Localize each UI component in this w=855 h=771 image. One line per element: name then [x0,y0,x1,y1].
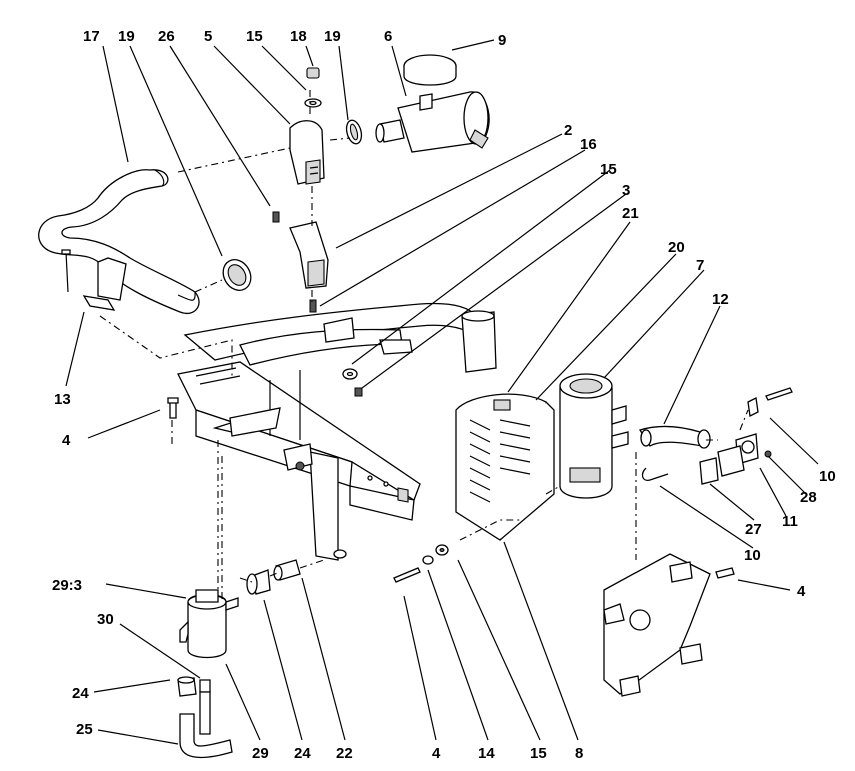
callout-3: 3 [622,182,630,199]
muffler-7 [559,373,629,499]
mount-bracket-5 [289,120,325,185]
exhaust-pipe-12 [638,425,711,449]
flange-27-11 [641,433,759,485]
callout-22: 22 [336,745,353,762]
callout-2: 2 [564,122,572,139]
callout-15: 15 [530,745,547,762]
callout-7: 7 [696,257,704,274]
main-frame [177,361,421,561]
callout-19: 19 [118,28,135,45]
filter-29 [179,589,239,659]
callout-24: 24 [72,685,89,702]
assembly-lines [99,90,749,600]
callout-18: 18 [290,28,307,45]
callout-16: 16 [580,136,597,153]
callout-4: 4 [797,583,806,600]
callout-4: 4 [62,432,71,449]
cap-9 [403,54,457,86]
callout-15: 15 [246,28,263,45]
callout-30: 30 [97,611,114,628]
fittings-24-22 [246,559,301,595]
bolt-4-left [167,397,179,419]
callout-10: 10 [819,468,836,485]
callout-9: 9 [498,32,506,49]
callout-8: 8 [575,745,583,762]
frame-tube [183,302,497,373]
callout-10: 10 [744,547,761,564]
washer-nut-15-3 [342,368,363,397]
mounting-plate [603,553,735,697]
callout-4: 4 [432,745,441,762]
callout-labels: 17 19 26 5 15 18 19 6 9 2 16 15 3 21 20 … [52,28,836,762]
heat-shield-8 [455,393,555,541]
hose-clamp-19-upper [345,119,363,145]
bracket-13 [61,249,127,311]
callout-29: 29 [252,745,269,762]
callout-26: 26 [158,28,175,45]
bolts-10 [747,387,793,458]
callout-25: 25 [76,721,93,738]
leader-lines [65,39,819,745]
callout-13: 13 [54,391,71,408]
bolts-26-16 [272,211,317,313]
callout-20: 20 [668,239,685,256]
callout-11: 11 [782,513,798,530]
callout-21: 21 [622,205,639,222]
hardware-4-14-15 [393,544,449,583]
callout-12: 12 [712,291,729,308]
air-cleaner-6 [375,91,490,153]
callout-19: 19 [324,28,341,45]
callout-27: 27 [745,521,762,538]
bracket-2 [289,221,329,289]
callout-28: 28 [800,489,817,506]
washer-nut-15-18 [304,67,322,108]
callout-5: 5 [204,28,212,45]
callout-29-3: 29:3 [52,577,82,594]
callout-14: 14 [478,745,495,762]
hose-clamp-19-left [222,259,252,291]
callout-24: 24 [294,745,311,762]
hose-25 [177,676,233,759]
callout-15: 15 [600,161,617,178]
callout-6: 6 [384,28,392,45]
callout-17: 17 [83,28,100,45]
